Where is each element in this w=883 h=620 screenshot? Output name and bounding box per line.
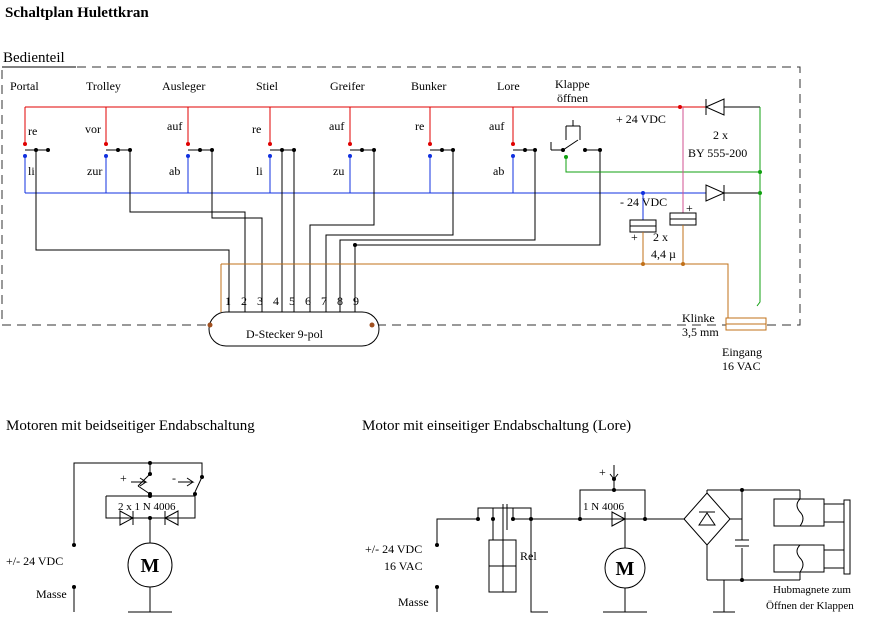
label-greifer-down: zu xyxy=(333,164,344,178)
left-diode-b xyxy=(163,510,179,526)
label-ausleger-down: ab xyxy=(169,164,180,178)
capacitor-left xyxy=(629,193,657,264)
connector-pins: 1 2 3 4 5 6 7 8 9 xyxy=(225,294,359,308)
label-portal-down: li xyxy=(28,164,35,178)
column-names: Portal Trolley Ausleger Stiel Greifer Bu… xyxy=(10,77,590,105)
label-trolley-up: vor xyxy=(85,122,101,136)
column-name-greifer: Greifer xyxy=(330,79,365,93)
switch-array xyxy=(23,107,760,312)
switch-bunker xyxy=(325,107,455,312)
jack-label-1: Klinke xyxy=(682,311,715,325)
pin-label: 5 xyxy=(289,294,295,308)
supply-section: + 24 VDC - 24 VDC 2 x BY 555-200 xyxy=(220,98,762,318)
pin-label: 8 xyxy=(337,294,343,308)
caps-value-label: 4,4 µ xyxy=(651,247,676,261)
rectifier-diode-bottom xyxy=(643,184,760,202)
label-bunker-up: re xyxy=(415,119,424,133)
column-name-bunker: Bunker xyxy=(411,79,446,93)
left-minus-label: - xyxy=(172,471,176,485)
label-lore-up: auf xyxy=(489,119,504,133)
column-name-ausleger: Ausleger xyxy=(162,79,205,93)
left-ground-label: Masse xyxy=(36,587,67,601)
cap-plus-left: + xyxy=(631,230,638,244)
pin-label: 2 xyxy=(241,294,247,308)
pin-label: 1 xyxy=(225,294,231,308)
column-name-trolley: Trolley xyxy=(86,79,121,93)
switch-ausleger xyxy=(186,107,263,312)
section-left-title: Motoren mit beidseitiger Endabschaltung xyxy=(6,418,255,434)
switch-klappe xyxy=(354,120,760,312)
right-diode-label: 1 N 4006 xyxy=(583,501,624,513)
left-supply-label: +/- 24 VDC xyxy=(6,554,63,568)
pin-label: 4 xyxy=(273,294,279,308)
d-sub-connector: 1 2 3 4 5 6 7 8 9 D-Stecker 9-pol xyxy=(207,294,380,347)
relay-label: Rel xyxy=(520,549,537,563)
pin-label: 3 xyxy=(257,294,263,308)
pin-label: 6 xyxy=(305,294,311,308)
column-name-portal: Portal xyxy=(10,79,39,93)
label-lore-down: ab xyxy=(493,164,504,178)
connector-label: D-Stecker 9-pol xyxy=(246,327,324,341)
right-ground-label: Masse xyxy=(398,595,429,609)
switch-portal xyxy=(23,107,230,312)
left-motor-circuit: + - 2 x 1 N 4006 +/- 24 VDC Masse M xyxy=(6,461,204,613)
diodes-type-label: BY 555-200 xyxy=(688,146,747,160)
minus-voltage-label: - 24 VDC xyxy=(620,195,667,209)
lift-magnets xyxy=(773,490,851,580)
right-motor-circuit: + 1 N 4006 +/- 24 VDC 16 VAC Masse Rel M… xyxy=(365,465,854,613)
column-name-stiel: Stiel xyxy=(256,79,279,93)
right-plus-label: + xyxy=(599,465,606,479)
klappe-label-2: öffnen xyxy=(557,91,588,105)
switch-trolley xyxy=(104,107,246,312)
switch-lore xyxy=(339,107,537,312)
jack-label-2: 3,5 mm xyxy=(682,325,719,339)
label-portal-up: re xyxy=(28,124,37,138)
diagram-title: Schaltplan Hulettkran xyxy=(5,5,149,21)
jack-input: Klinke 3,5 mm Eingang 16 VAC xyxy=(682,311,767,373)
input-label-2: 16 VAC xyxy=(722,359,761,373)
pin-label: 9 xyxy=(353,294,359,308)
bridge-rectifier xyxy=(683,490,731,580)
section-right-title: Motor mit einseitiger Endabschaltung (Lo… xyxy=(362,418,631,434)
label-stiel-down: li xyxy=(256,164,263,178)
input-label-1: Eingang xyxy=(722,345,762,359)
right-supply-label-1: +/- 24 VDC xyxy=(365,542,422,556)
label-trolley-down: zur xyxy=(87,164,102,178)
panel-border xyxy=(1,66,801,326)
left-diodes-label: 2 x 1 N 4006 xyxy=(118,501,176,513)
klappe-label-1: Klappe xyxy=(555,77,590,91)
switch-greifer xyxy=(309,107,376,312)
diodes-count-label: 2 x xyxy=(713,128,728,142)
rectifier-diode-top xyxy=(704,98,760,116)
right-motor-letter: M xyxy=(616,558,635,580)
label-stiel-up: re xyxy=(252,122,261,136)
magnet-label-2: Öffnen der Klappen xyxy=(766,600,854,612)
left-motor-letter: M xyxy=(141,555,160,577)
left-plus-label: + xyxy=(120,471,127,485)
left-diode-a xyxy=(119,510,135,526)
panel-label: Bedienteil xyxy=(3,50,65,66)
cap-plus-right: + xyxy=(686,201,693,215)
column-name-lore: Lore xyxy=(497,79,520,93)
switch-labels: re li vor zur auf ab re li auf zu re auf… xyxy=(28,119,504,178)
label-ausleger-up: auf xyxy=(167,119,182,133)
caps-count-label: 2 x xyxy=(653,230,668,244)
label-greifer-up: auf xyxy=(329,119,344,133)
right-supply-label-2: 16 VAC xyxy=(384,559,423,573)
plus-voltage-label: + 24 VDC xyxy=(616,112,666,126)
pin-label: 7 xyxy=(321,294,327,308)
capacitor-right xyxy=(669,107,697,264)
magnet-label-1: Hubmagnete zum xyxy=(773,584,851,596)
switch-stiel xyxy=(268,107,296,312)
